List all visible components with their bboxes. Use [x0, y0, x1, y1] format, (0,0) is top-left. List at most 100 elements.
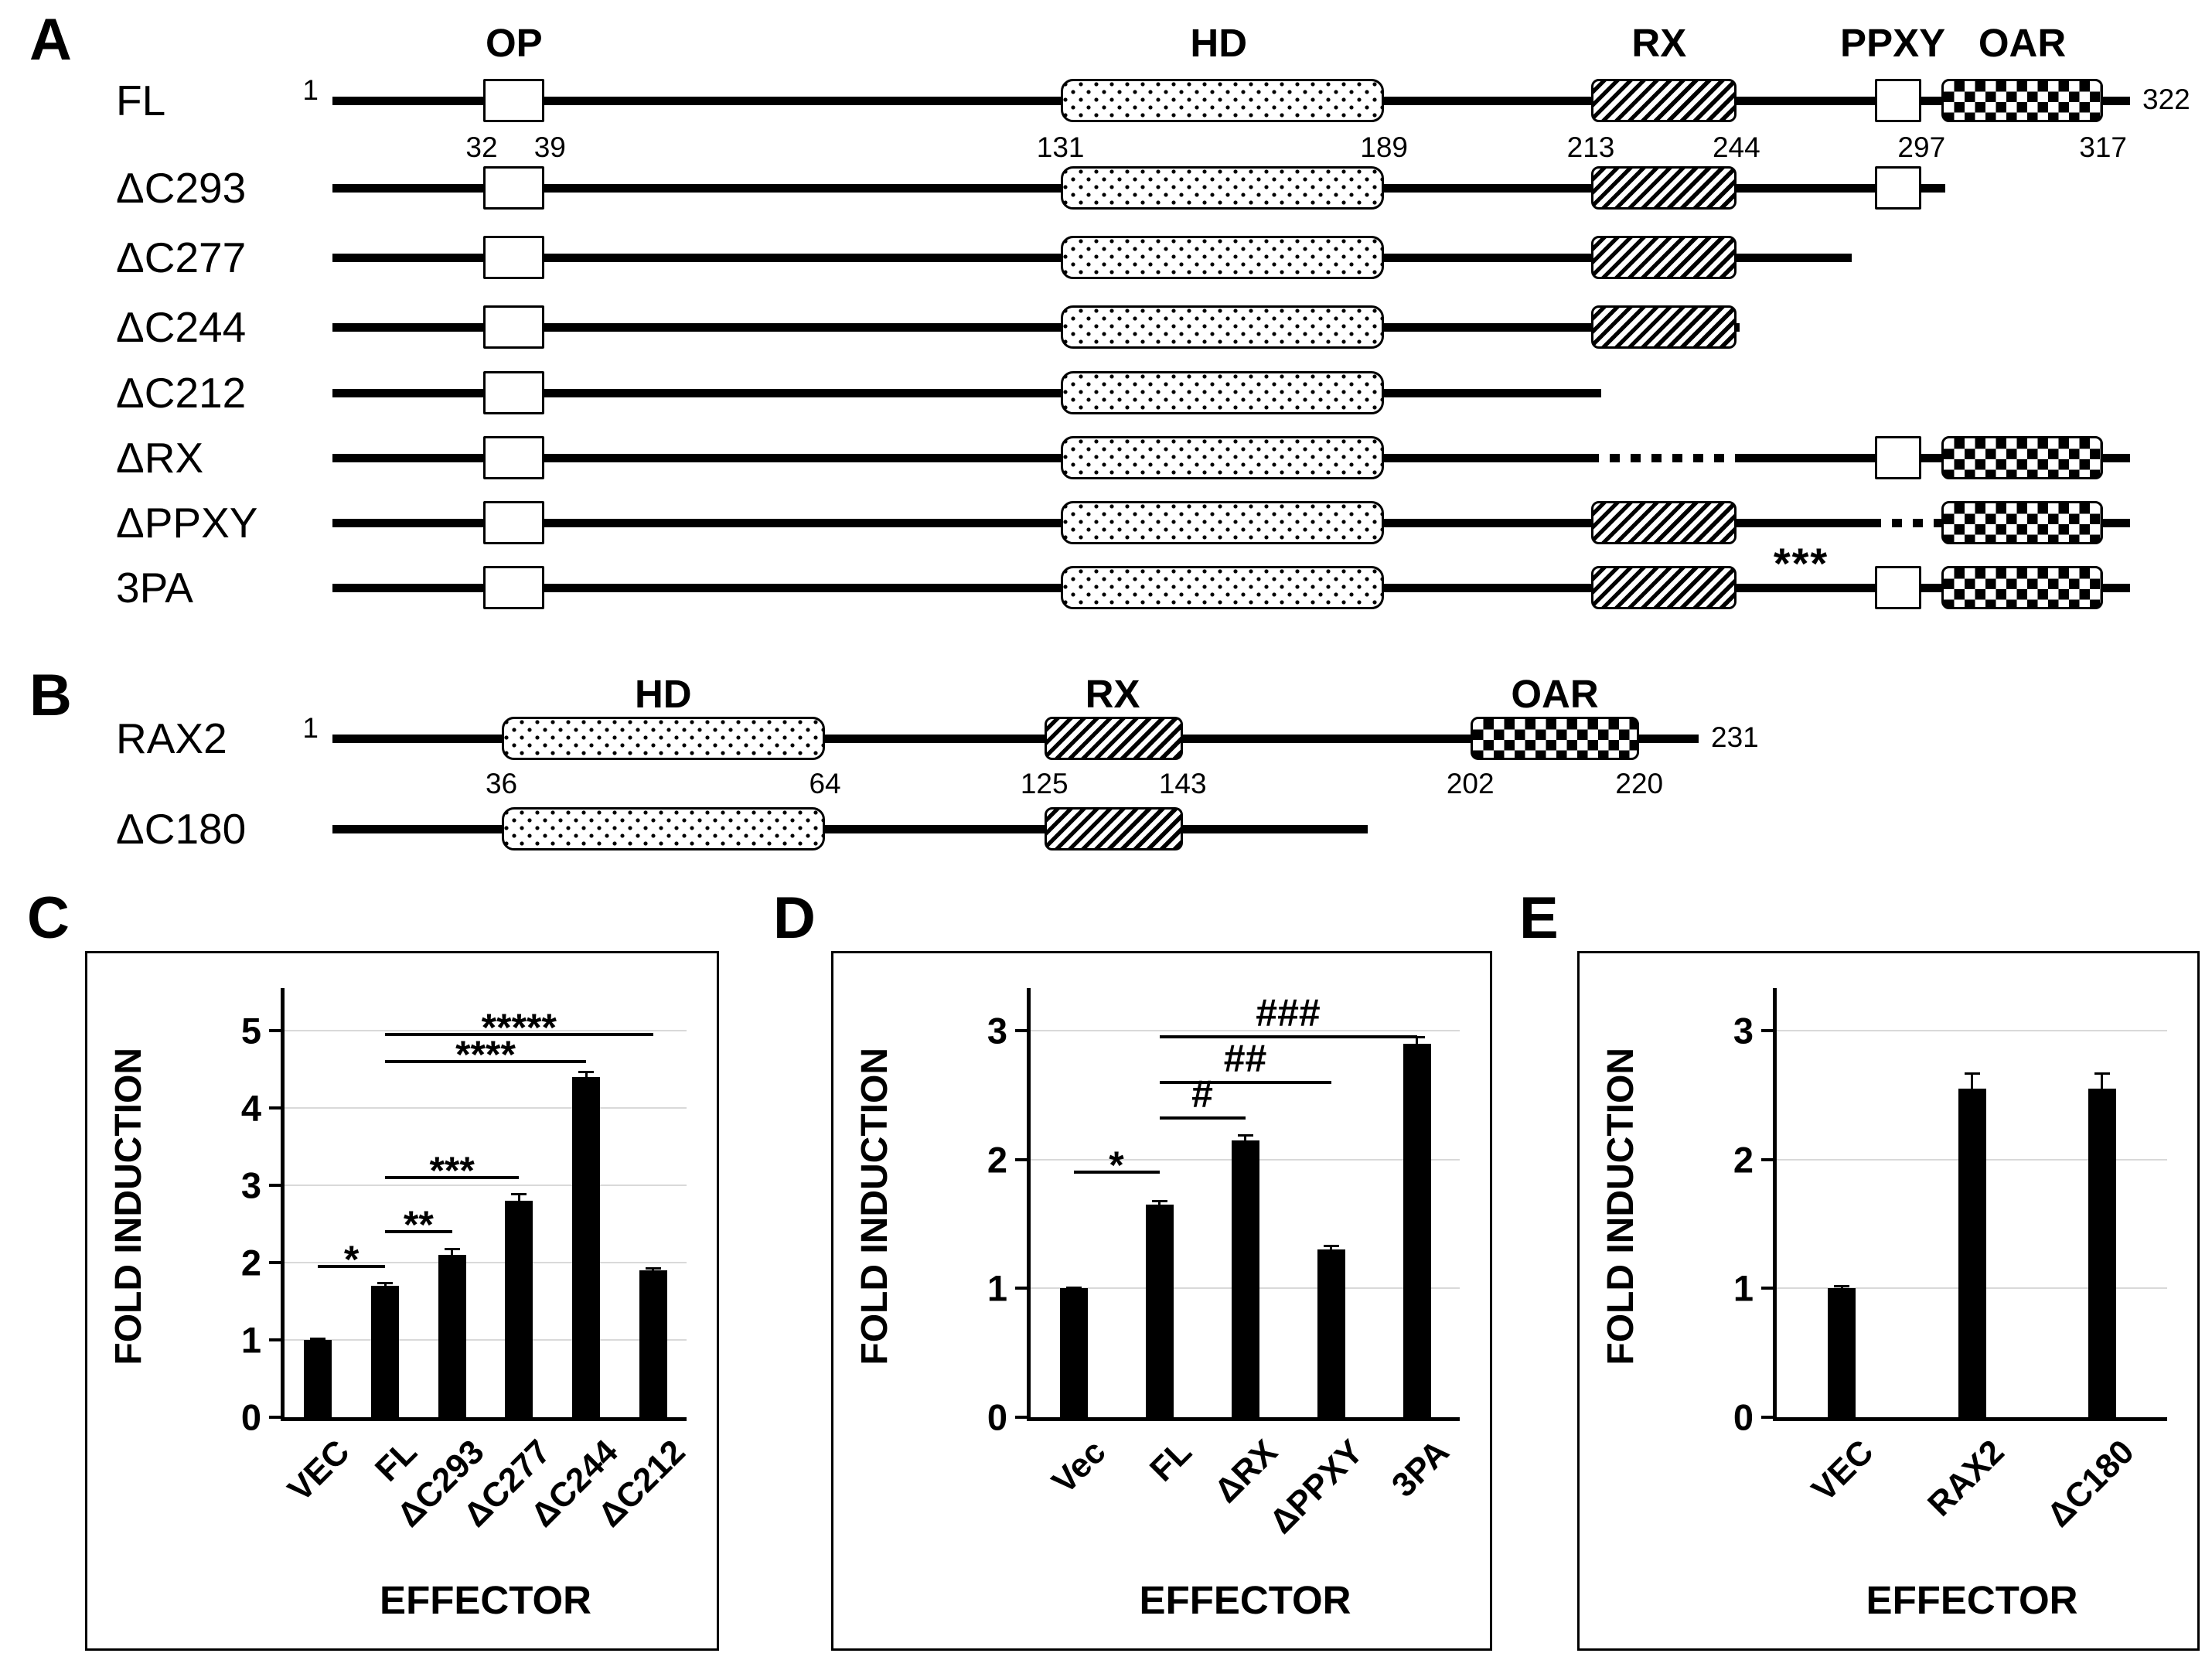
domain-box-hd — [1060, 236, 1385, 279]
y-tick-mark — [1015, 1416, 1027, 1419]
error-bar-cap-bottom — [1237, 1144, 1253, 1147]
backbone-line — [332, 453, 1590, 462]
significance-line — [385, 1033, 653, 1036]
y-tick-label: 1 — [1733, 1267, 1754, 1309]
y-tick-mark — [1015, 1287, 1027, 1290]
significance-label: ** — [403, 1203, 434, 1246]
backbone-line — [332, 824, 1368, 833]
domain-box-rx — [1044, 807, 1183, 850]
backbone-line — [332, 388, 1602, 397]
domain-name-label: HD — [634, 672, 692, 716]
y-tick-label: 4 — [240, 1087, 261, 1129]
error-bar-cap-bottom — [1065, 1288, 1082, 1290]
error-bar-cap-top — [444, 1248, 460, 1250]
residue-number: 36 — [485, 768, 518, 799]
domain-box-oar — [1941, 501, 2104, 544]
gridline — [285, 1262, 687, 1263]
domain-box-op — [483, 79, 545, 122]
deletion-dotted-line — [1871, 518, 1936, 527]
bar-δc244 — [572, 1077, 600, 1417]
construct-label: ΔRX — [116, 434, 204, 482]
bar-fl — [371, 1286, 399, 1417]
bar-vec — [1828, 1288, 1856, 1417]
y-axis-line — [1773, 988, 1777, 1417]
significance-line — [1159, 1116, 1246, 1120]
y-tick-mark — [1761, 1157, 1773, 1161]
x-axis-title: EFFECTOR — [1866, 1578, 2078, 1622]
domain-box-oar — [1470, 717, 1640, 760]
domain-box-oar — [1941, 436, 2104, 479]
mutation-asterisks: *** — [1773, 539, 1829, 588]
domain-box-ppxy — [1874, 566, 1922, 609]
residue-number: 131 — [1036, 131, 1085, 163]
category-label: 3PA — [1384, 1433, 1457, 1505]
domain-box-hd — [1060, 436, 1385, 479]
error-bar-line — [1330, 1246, 1332, 1254]
error-bar-cap-bottom — [1151, 1207, 1167, 1209]
y-tick-label: 3 — [987, 1010, 1007, 1052]
error-bar-cap-bottom — [1409, 1048, 1425, 1051]
error-bar-cap-bottom — [444, 1259, 460, 1262]
panel-c-letter: C — [27, 885, 70, 951]
error-bar-cap-bottom — [1964, 1103, 1980, 1105]
error-bar-cap-top — [645, 1267, 661, 1270]
category-label: ΔPPXY — [1262, 1433, 1371, 1542]
y-tick-mark — [1761, 1287, 1773, 1290]
error-bar-cap-bottom — [1834, 1289, 1850, 1292]
domain-box-op — [483, 236, 545, 279]
y-tick-label: 3 — [240, 1164, 261, 1206]
residue-number: 244 — [1712, 131, 1760, 163]
domain-name-label: OAR — [1511, 672, 1599, 716]
y-axis-title: FOLD INDUCTION — [101, 996, 155, 1417]
y-axis-title: FOLD INDUCTION — [1593, 996, 1648, 1417]
error-bar-line — [2101, 1073, 2104, 1104]
y-tick-mark — [269, 1029, 281, 1032]
y-tick-mark — [269, 1184, 281, 1187]
domain-box-rx — [1590, 79, 1737, 122]
significance-line — [1159, 1080, 1331, 1084]
error-bar-cap-bottom — [310, 1340, 326, 1342]
domain-box-hd — [1060, 166, 1385, 210]
domain-box-ppxy — [1874, 79, 1922, 122]
bar-δc212 — [639, 1270, 667, 1417]
domain-name-label: OP — [485, 21, 543, 65]
residue-number: 202 — [1446, 768, 1495, 799]
y-tick-mark — [1761, 1416, 1773, 1419]
residue-number: 297 — [1897, 131, 1946, 163]
y-tick-mark — [1761, 1029, 1773, 1032]
y-tick-mark — [269, 1106, 281, 1110]
category-label: ΔC180 — [2040, 1433, 2142, 1535]
backbone-line — [1738, 453, 2130, 462]
domain-box-rx — [1590, 501, 1737, 544]
construct-label: ΔPPXY — [116, 499, 258, 547]
gridline — [285, 1107, 687, 1109]
error-bar-line — [585, 1072, 588, 1082]
domain-box-ppxy — [1874, 436, 1922, 479]
error-bar-cap-top — [511, 1193, 527, 1195]
residue-number: 317 — [2079, 131, 2127, 163]
significance-label: ***** — [481, 1006, 557, 1049]
residue-number: 189 — [1360, 131, 1408, 163]
y-axis-line — [1027, 988, 1031, 1417]
y-tick-label: 0 — [1733, 1396, 1754, 1438]
significance-label: * — [343, 1238, 360, 1281]
bar-δc180 — [2088, 1089, 2116, 1417]
significance-label: ## — [1223, 1036, 1267, 1080]
y-tick-label: 1 — [987, 1267, 1007, 1309]
error-bar-cap-top — [310, 1338, 326, 1340]
domain-box-hd — [1060, 501, 1385, 544]
error-bar-cap-bottom — [2094, 1103, 2110, 1105]
domain-box-rx — [1590, 305, 1737, 349]
construct-label: 3PA — [116, 564, 193, 612]
bar-δc277 — [505, 1201, 533, 1417]
domain-box-hd — [1060, 305, 1385, 349]
x-axis-title: EFFECTOR — [380, 1578, 591, 1622]
significance-line — [1073, 1171, 1160, 1174]
panel-b-letter: B — [29, 663, 72, 728]
c-terminus-number: 231 — [1711, 721, 1759, 753]
domain-box-oar — [1941, 79, 2104, 122]
bar-δc293 — [438, 1255, 466, 1417]
y-tick-mark — [1015, 1029, 1027, 1032]
